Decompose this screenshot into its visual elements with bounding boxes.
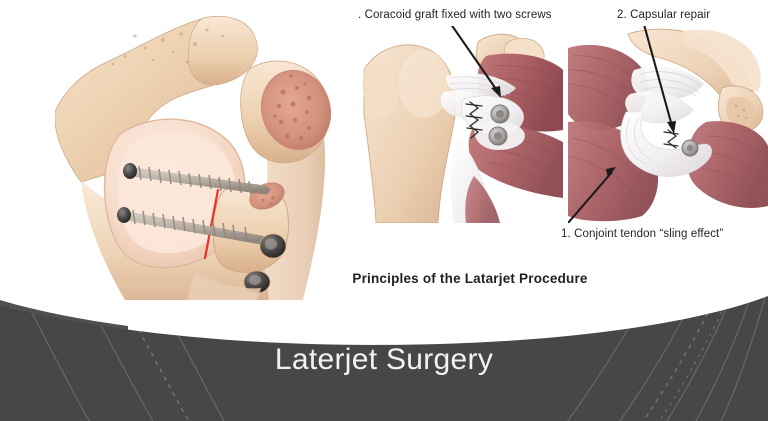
banner-shape bbox=[0, 296, 768, 421]
annotation-capsular-repair: 2. Capsular repair bbox=[617, 9, 711, 21]
arrow-to-capsule bbox=[643, 26, 676, 134]
slide-subtitle: Principles of the Latarjet Procedure bbox=[352, 271, 588, 286]
capsular-repair-sling-illustration bbox=[568, 26, 768, 223]
arrow-to-conjoint-tendon bbox=[568, 167, 616, 223]
title-banner bbox=[0, 296, 768, 421]
arrow-to-graft bbox=[451, 26, 501, 98]
scapula-glenoid-illustration bbox=[55, 0, 355, 300]
annotation-conjoint-tendon: 1. Conjoint tendon “sling effect” bbox=[561, 228, 724, 240]
coracoid-graft-fixation-illustration bbox=[358, 26, 563, 223]
screw-lower bbox=[117, 207, 266, 245]
screw-upper bbox=[123, 163, 270, 196]
annotation-coracoid-graft: . Coracoid graft fixed with two screws bbox=[358, 9, 552, 21]
